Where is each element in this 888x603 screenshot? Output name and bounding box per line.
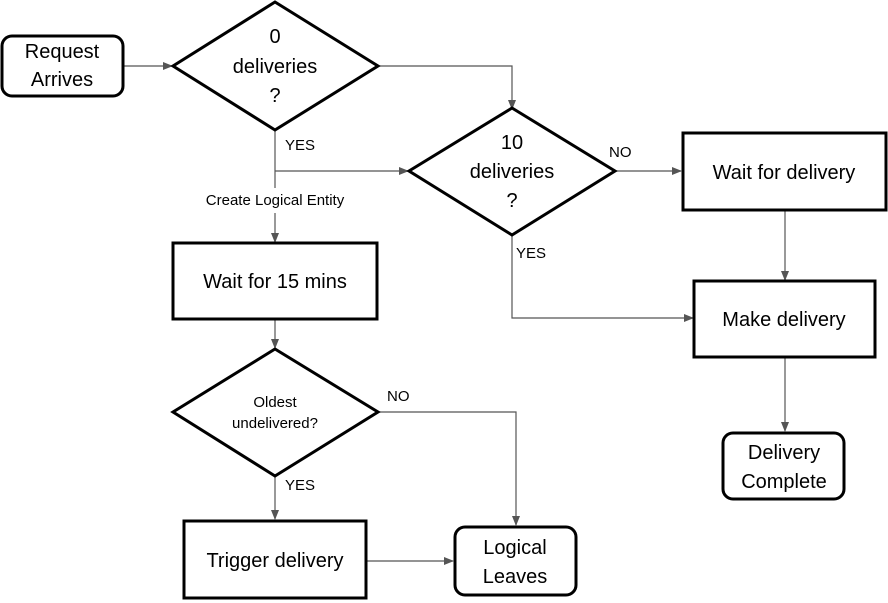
delivery-complete-shape xyxy=(721,431,846,501)
edge-labels: YES Create Logical Entity NO YES NO YES xyxy=(192,137,632,494)
node-zero-deliveries: 0 deliveries ? xyxy=(170,0,381,132)
request-arrives-line-1: Request xyxy=(25,41,100,63)
zero-deliveries-line-3: ? xyxy=(269,85,280,107)
wait-for-delivery-label: Wait for delivery xyxy=(713,162,856,184)
wait-for-delivery-shape xyxy=(681,131,888,212)
zero-deliveries-shape xyxy=(170,0,381,132)
wait-15-mins-shape xyxy=(171,241,379,321)
make-delivery-shape xyxy=(692,279,877,359)
ten-deliveries-line-2: deliveries xyxy=(470,161,554,183)
oldest-undelivered-line-2: undelivered? xyxy=(232,415,318,432)
ten-deliveries-shape xyxy=(406,106,618,237)
logical-leaves-line-2: Leaves xyxy=(483,566,548,588)
label-create-logical-entity: Create Logical Entity xyxy=(206,192,345,209)
ten-deliveries-line-3: ? xyxy=(506,190,517,212)
label-zero-yes: YES xyxy=(285,137,315,154)
edges xyxy=(123,62,789,565)
request-arrives-shape xyxy=(0,34,125,98)
oldest-undelivered-shape xyxy=(170,347,381,478)
label-ten-no: NO xyxy=(609,144,632,161)
node-request-arrives: Request Arrives xyxy=(0,34,125,98)
make-delivery-label: Make delivery xyxy=(722,309,845,331)
node-oldest-undelivered: Oldest undelivered? xyxy=(170,347,381,478)
logical-leaves-shape xyxy=(453,525,578,597)
delivery-complete-line-2: Complete xyxy=(741,471,827,493)
edge-ten-yes xyxy=(511,235,694,322)
oldest-undelivered-line-1: Oldest xyxy=(253,394,297,411)
node-trigger-delivery: Trigger delivery xyxy=(182,519,368,600)
ten-deliveries-line-1: 10 xyxy=(501,132,523,154)
label-background xyxy=(192,188,358,210)
node-wait-for-delivery: Wait for delivery xyxy=(681,131,888,212)
zero-deliveries-line-2: deliveries xyxy=(233,56,317,78)
node-make-delivery: Make delivery xyxy=(692,279,877,359)
node-ten-deliveries: 10 deliveries ? xyxy=(406,106,618,237)
label-oldest-no: NO xyxy=(387,388,410,405)
wait-15-mins-label: Wait for 15 mins xyxy=(203,271,347,293)
trigger-delivery-label: Trigger delivery xyxy=(206,550,343,572)
label-ten-yes: YES xyxy=(516,245,546,262)
zero-deliveries-line-1: 0 xyxy=(269,26,280,48)
edge-oldest-no xyxy=(378,411,520,526)
label-oldest-yes: YES xyxy=(285,477,315,494)
node-wait-15-mins: Wait for 15 mins xyxy=(171,241,379,321)
edge-zero-to-ten xyxy=(378,65,516,110)
trigger-delivery-shape xyxy=(182,519,368,600)
delivery-complete-line-1: Delivery xyxy=(748,442,820,464)
logical-leaves-line-1: Logical xyxy=(483,537,546,559)
node-logical-leaves: Logical Leaves xyxy=(453,525,578,597)
node-delivery-complete: Delivery Complete xyxy=(721,431,846,501)
request-arrives-line-2: Arrives xyxy=(31,69,93,91)
